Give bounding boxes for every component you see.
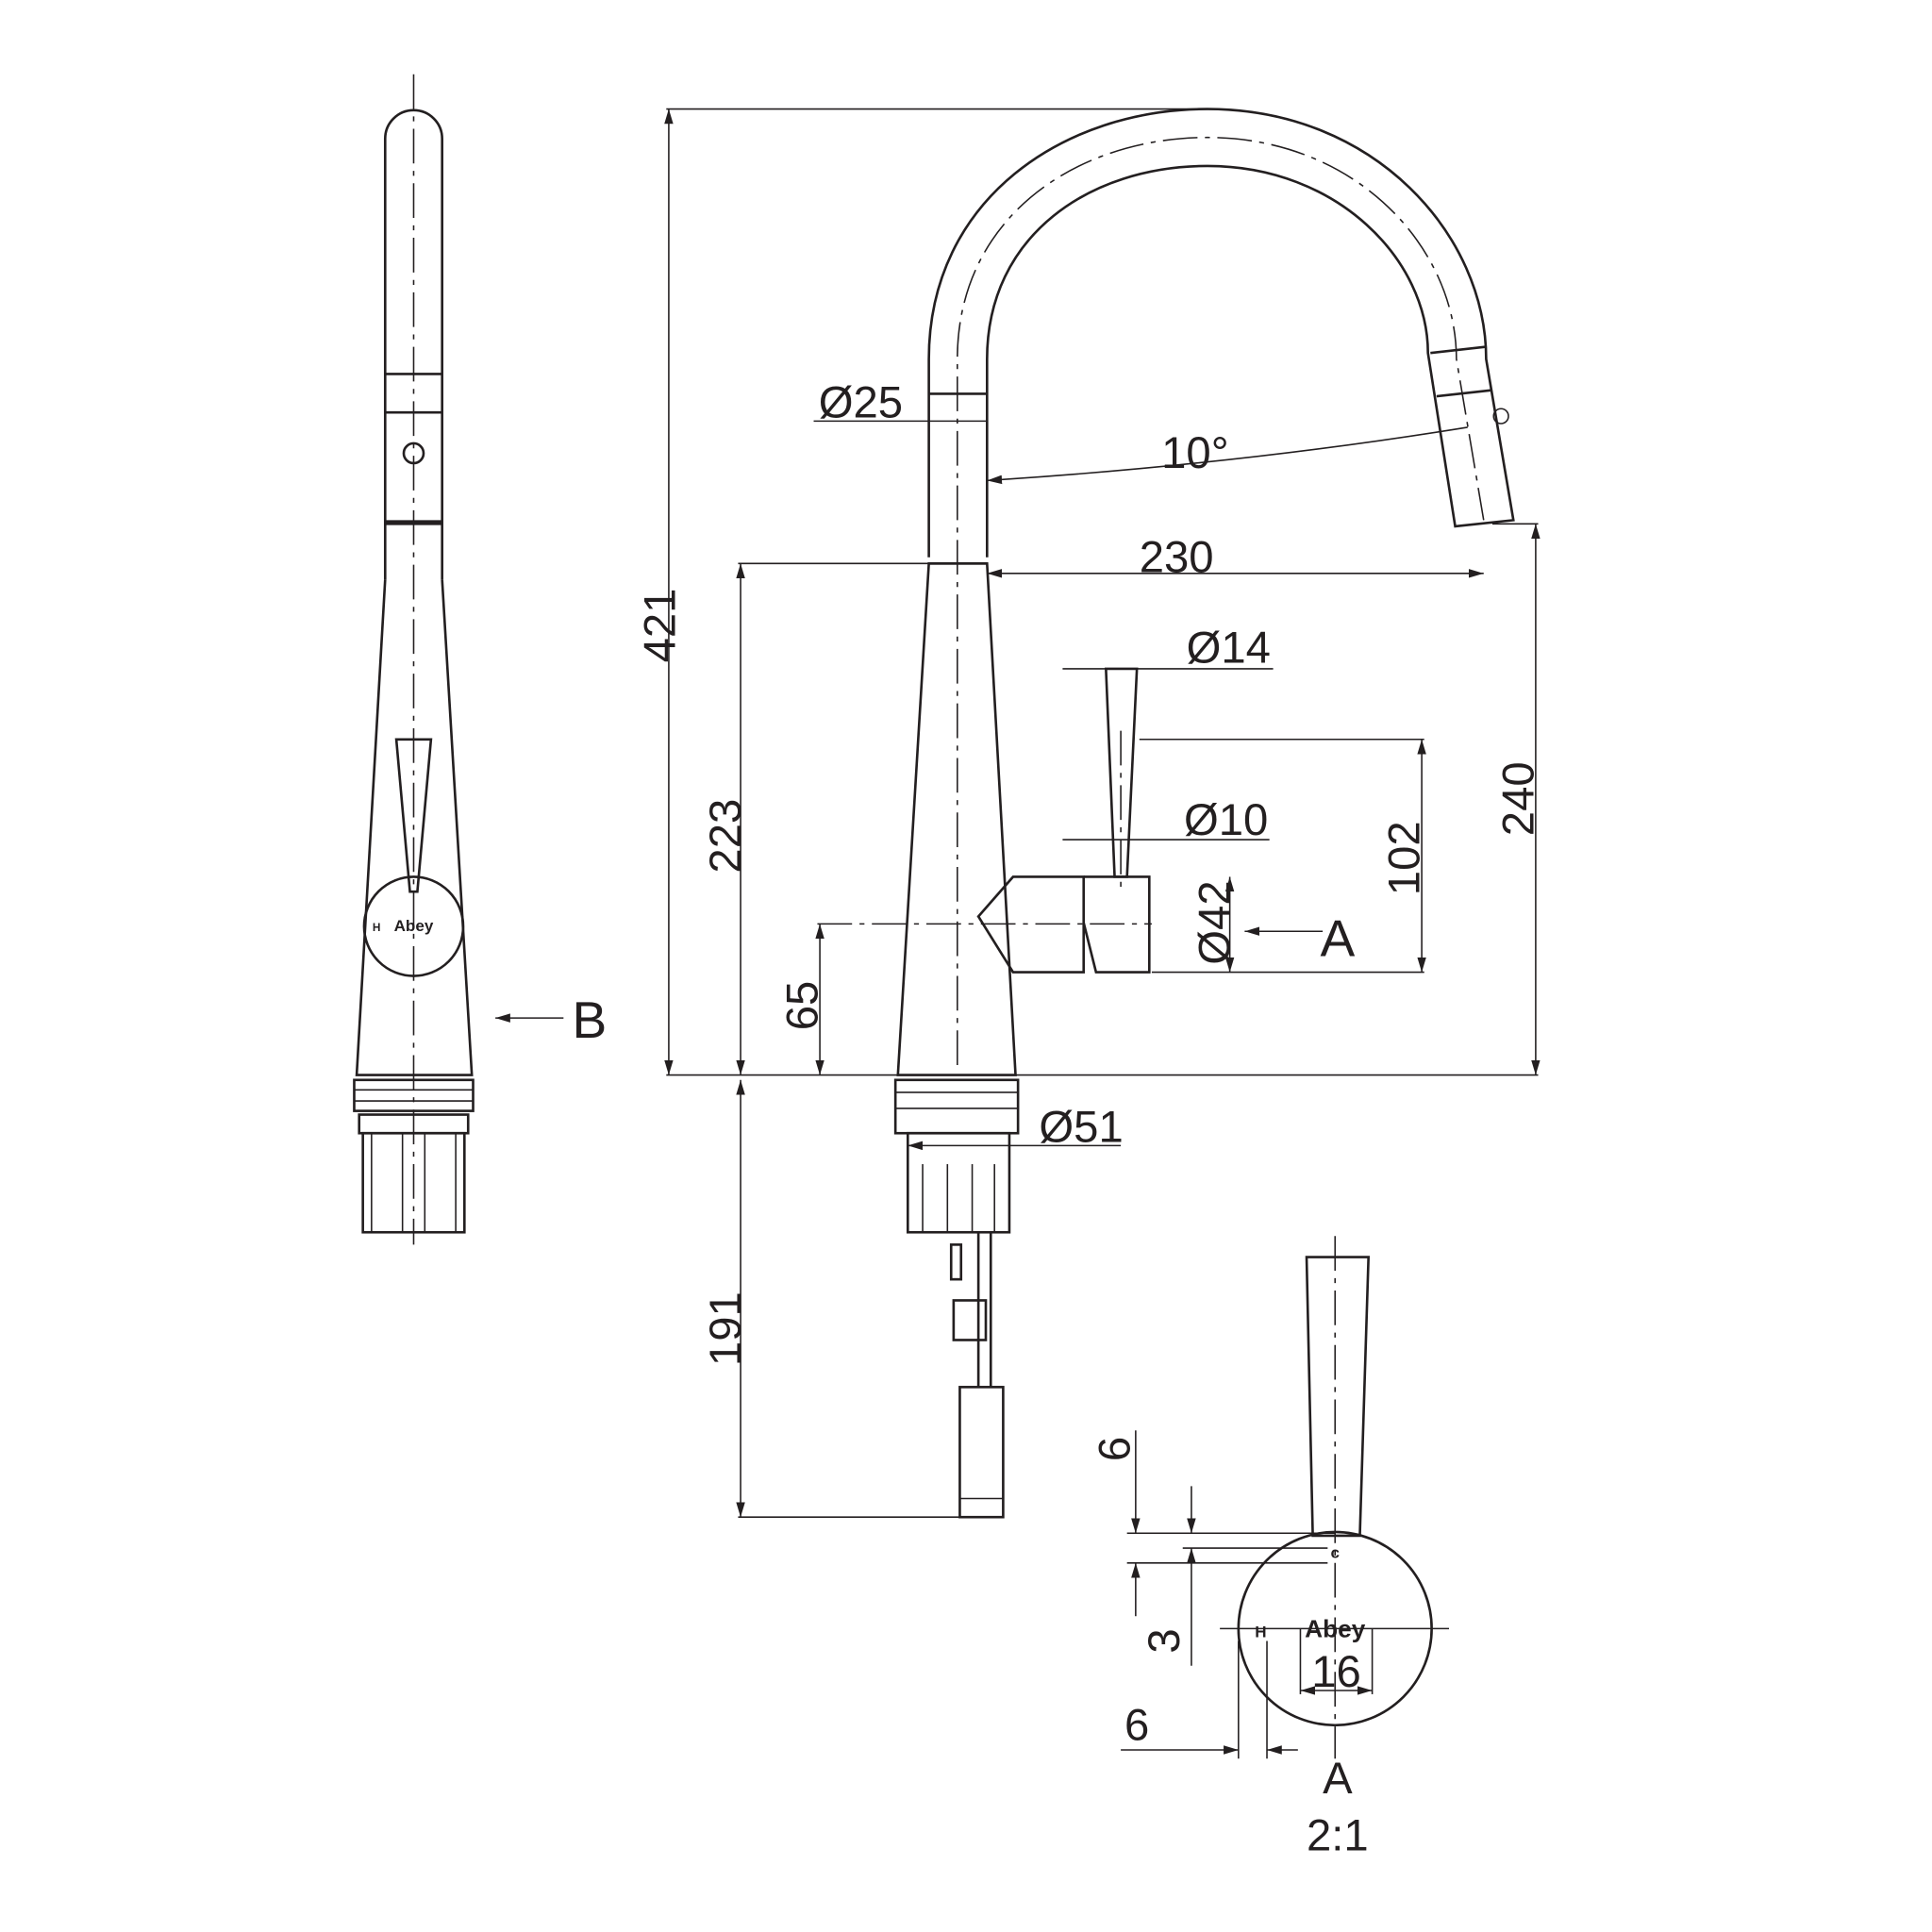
dim-logo-width: 16 <box>1311 1647 1361 1697</box>
detail-title: A <box>1323 1754 1353 1804</box>
dim-reach: 230 <box>1140 533 1214 583</box>
detail-hot-mark: H <box>1255 1624 1266 1641</box>
dim-spout-diameter: Ø25 <box>819 377 903 427</box>
hose-weight <box>958 1386 1005 1519</box>
dim-lever-tip-diameter: Ø10 <box>1184 795 1268 845</box>
base <box>906 1131 1011 1234</box>
dim-lever-height: 102 <box>1379 821 1429 895</box>
side-spout <box>383 108 443 580</box>
front-view: 421 223 65 191 240 102 230 Ø25 10° Ø14 Ø… <box>635 108 1543 1519</box>
spout-centerline <box>957 136 1485 1066</box>
detail-cold-mark: c <box>1330 1544 1339 1562</box>
brand-logo: Abey <box>394 917 434 935</box>
dim-body-height: 223 <box>701 799 751 874</box>
detail-brand-logo: Abey <box>1305 1615 1366 1643</box>
dim-outlet-height: 240 <box>1493 761 1543 836</box>
side-body <box>355 579 474 1076</box>
side-hub <box>362 875 465 977</box>
dim-top: 6 <box>1090 1437 1140 1461</box>
detail-a: Abey H c 16 6 3 6 A 2:1 <box>1090 1236 1449 1860</box>
dim-shank-length: 191 <box>701 1291 751 1366</box>
dim-side: 6 <box>1124 1701 1149 1751</box>
hot-mark: H <box>373 921 381 934</box>
dim-gap: 3 <box>1140 1628 1190 1653</box>
side-base <box>361 1131 466 1234</box>
spout <box>927 108 1515 558</box>
hose <box>976 1232 992 1388</box>
dim-overall-height: 421 <box>635 589 685 663</box>
dim-spray-angle: 10° <box>1161 428 1228 478</box>
view-label-b: B <box>573 991 608 1049</box>
dim-hub-diameter: Ø42 <box>1191 880 1241 964</box>
dim-lever-diameter: Ø14 <box>1187 623 1271 673</box>
side-view-b: Abey H B <box>353 74 608 1245</box>
dim-base-diameter: Ø51 <box>1039 1102 1123 1152</box>
spray-button-icon <box>402 441 425 465</box>
view-label-a: A <box>1320 908 1355 967</box>
detail-lever <box>1305 1256 1371 1538</box>
detail-scale: 2:1 <box>1307 1810 1369 1860</box>
side-lever <box>394 738 433 893</box>
dim-hub-height: 65 <box>777 981 827 1031</box>
